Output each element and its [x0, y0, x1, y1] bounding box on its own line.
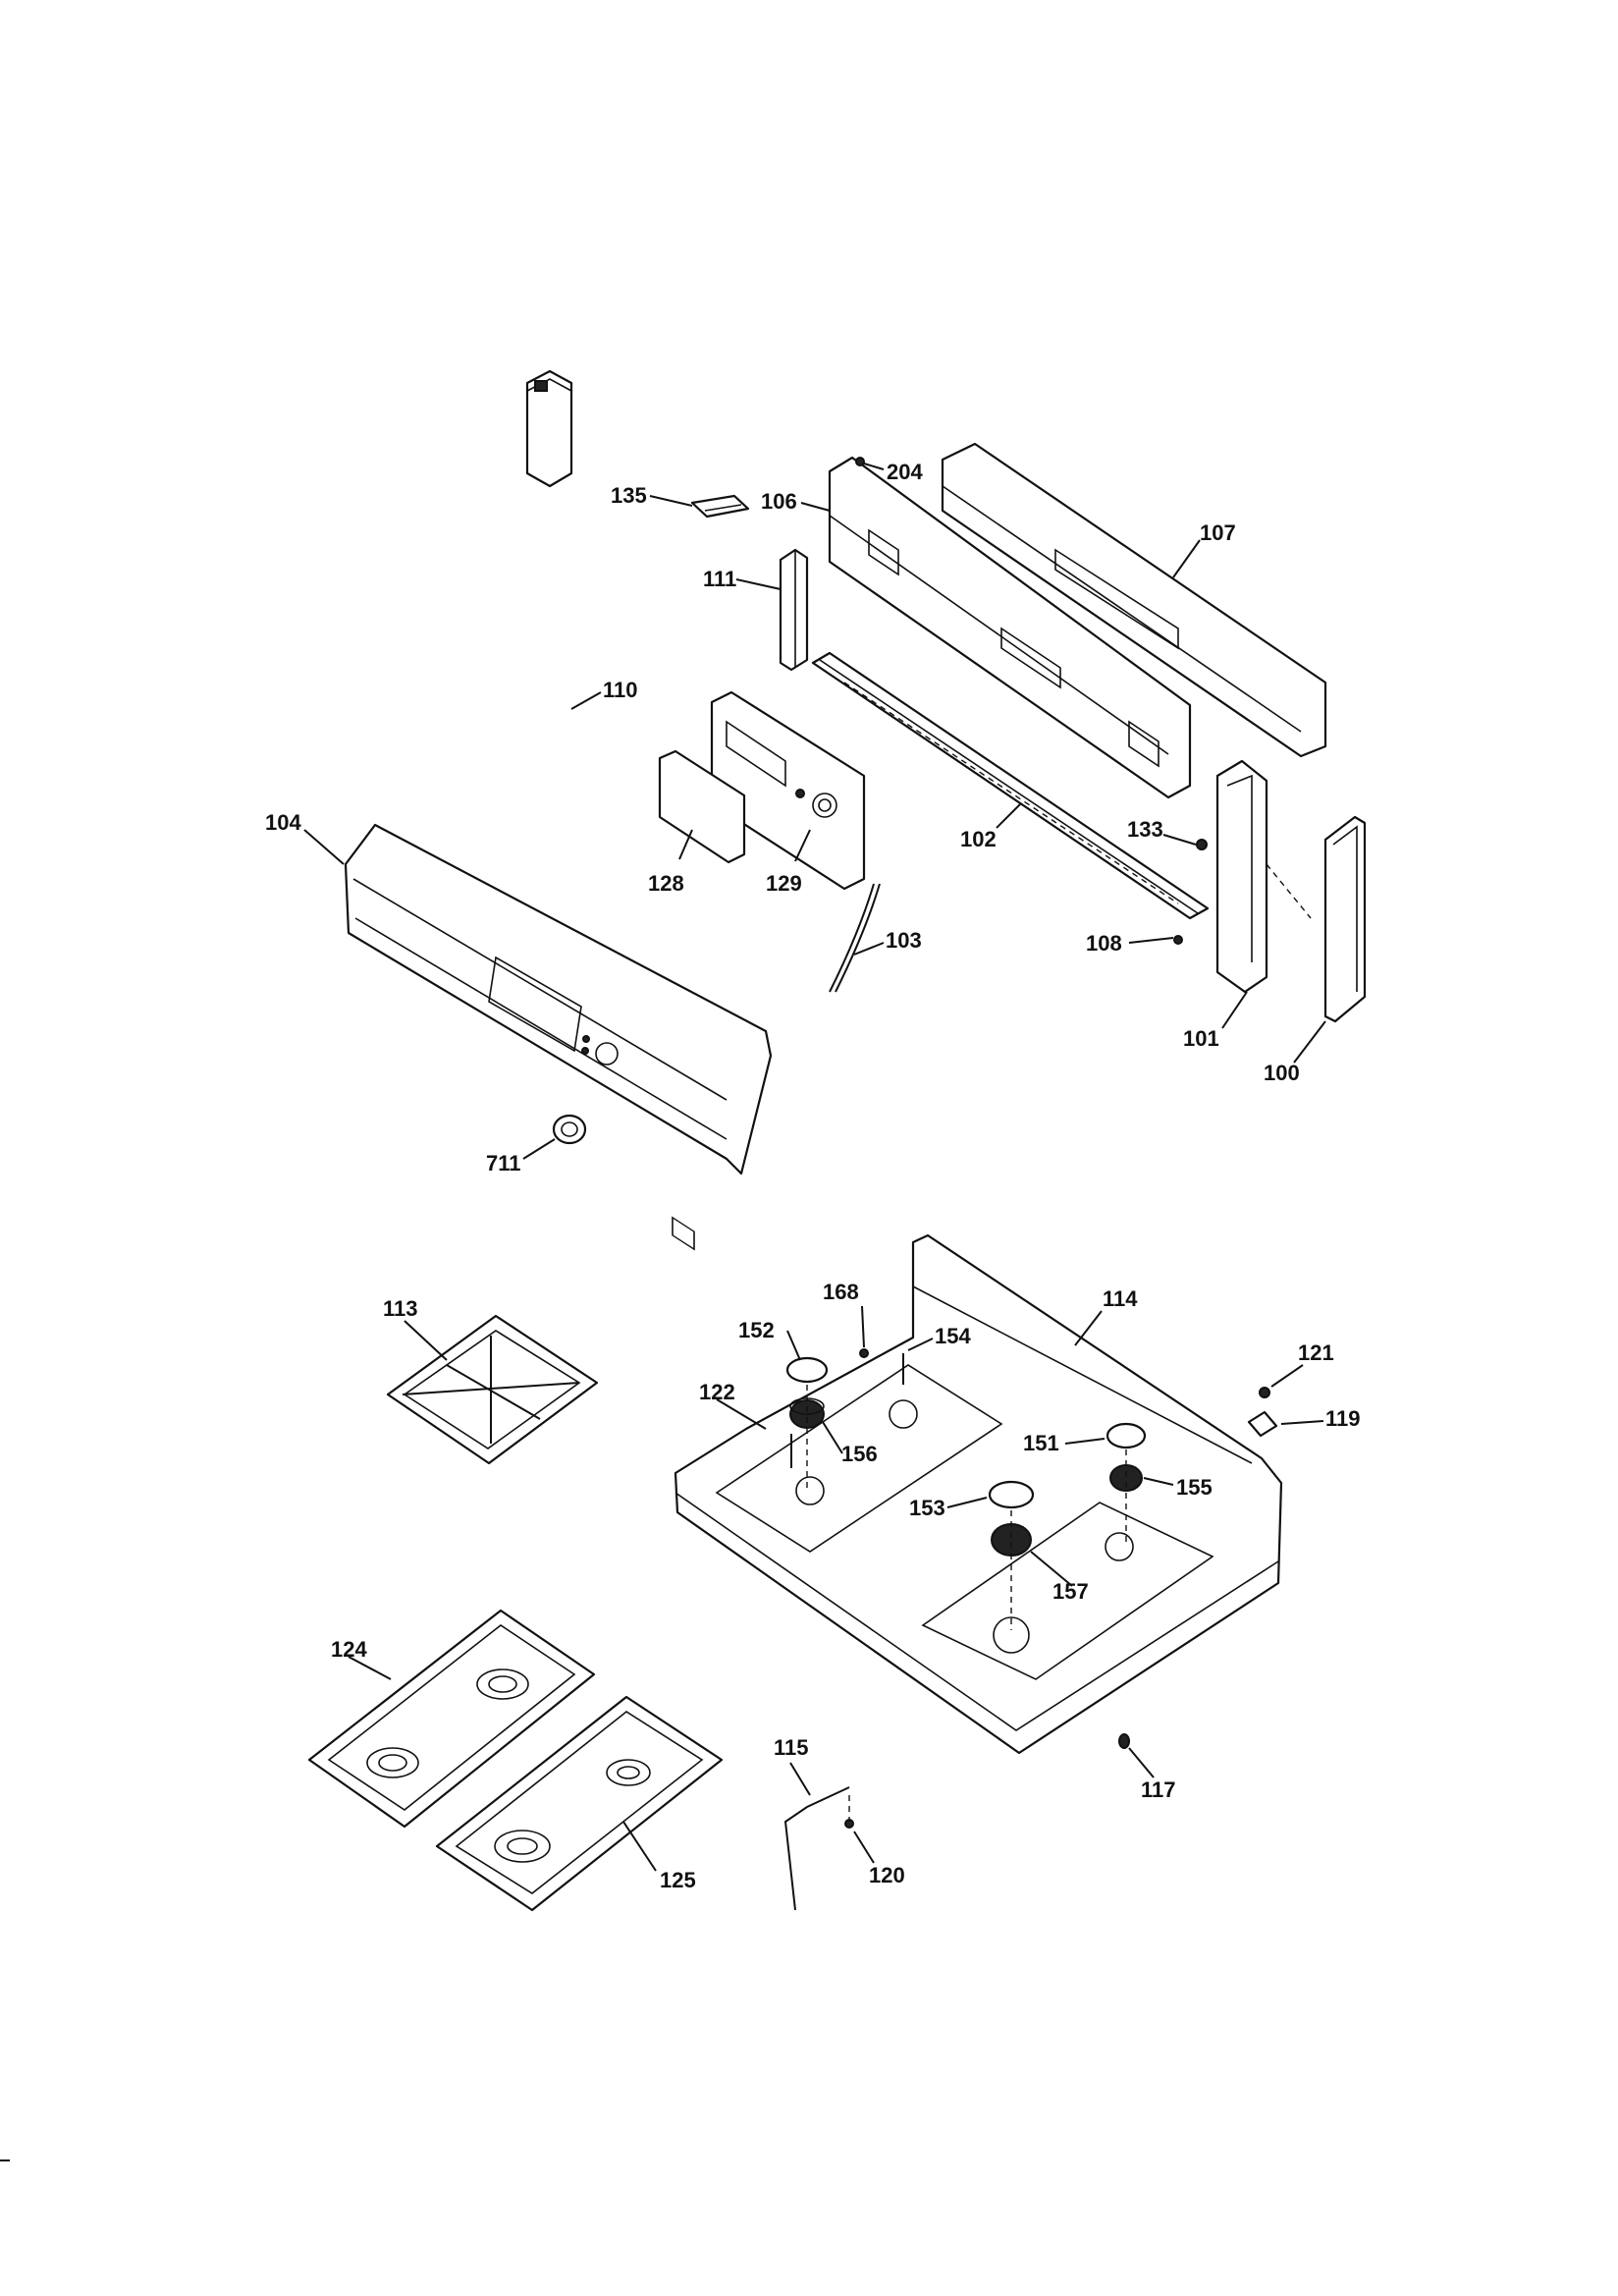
part-113-grate — [386, 1314, 599, 1465]
part-121-screw — [1259, 1387, 1270, 1398]
part-128-overlay — [658, 749, 746, 1251]
part-153-burner-cap — [988, 1480, 1035, 1509]
part-124-drip-pan — [307, 1609, 596, 1829]
callout-115: 115 — [774, 1735, 809, 1760]
callout-135: 135 — [611, 483, 647, 508]
part-125-drip-pan — [435, 1695, 724, 1912]
callout-107: 107 — [1200, 520, 1236, 545]
part-101-end-bracket — [1215, 759, 1312, 994]
callout-labels: 135 106 204 107 111 110 104 128 129 102 … — [265, 460, 1361, 1892]
callout-168: 168 — [823, 1280, 859, 1304]
part-151-burner-cap — [1106, 1422, 1147, 1449]
part-102-support-rail — [811, 651, 1210, 920]
part-106-rear-frame — [828, 456, 1192, 799]
part-100-end-cap — [1323, 815, 1367, 1023]
part-103-wire-harness — [829, 883, 881, 993]
callout-153: 153 — [909, 1496, 945, 1520]
part-135-clip — [690, 494, 750, 519]
callout-154: 154 — [935, 1324, 971, 1348]
callout-128: 128 — [648, 871, 684, 896]
part-133-nut — [1196, 839, 1208, 850]
callout-125: 125 — [660, 1868, 696, 1892]
callout-101: 101 — [1183, 1026, 1219, 1051]
callout-114: 114 — [1103, 1286, 1138, 1311]
callout-155: 155 — [1176, 1475, 1213, 1500]
part-111-side-bracket — [779, 548, 809, 672]
callout-711: 711 — [486, 1151, 521, 1175]
part-204-screw — [855, 457, 865, 466]
callout-104: 104 — [265, 810, 301, 835]
part-119-bracket — [1247, 1410, 1278, 1438]
callout-156: 156 — [841, 1442, 878, 1466]
callout-157: 157 — [1052, 1579, 1089, 1604]
callout-113: 113 — [383, 1296, 418, 1321]
callout-108: 108 — [1086, 931, 1122, 956]
callout-133: 133 — [1127, 817, 1163, 842]
callout-103: 103 — [886, 928, 922, 953]
callout-124: 124 — [331, 1637, 367, 1662]
callout-120: 120 — [869, 1863, 905, 1887]
part-107-top-cover — [941, 442, 1327, 758]
callout-110: 110 — [603, 678, 638, 702]
callout-204: 204 — [887, 460, 923, 484]
callout-100: 100 — [1264, 1061, 1300, 1085]
part-110-ignition-module — [525, 369, 573, 488]
part-115-ground-wire — [783, 1786, 850, 1911]
callout-121: 121 — [1298, 1340, 1334, 1365]
part-711-knob — [552, 1114, 587, 1145]
callout-122: 122 — [699, 1380, 735, 1404]
callout-119: 119 — [1325, 1406, 1361, 1431]
callout-102: 102 — [960, 827, 997, 851]
part-157-burner-head — [991, 1523, 1032, 1557]
part-104-control-panel — [344, 823, 773, 1175]
leader-lines — [303, 463, 1326, 1872]
callout-111: 111 — [703, 567, 736, 591]
callout-117: 117 — [1141, 1777, 1176, 1802]
callout-151: 151 — [1023, 1431, 1059, 1455]
part-108-screw — [1173, 935, 1183, 945]
callout-106: 106 — [761, 489, 797, 514]
callout-152: 152 — [738, 1318, 775, 1342]
part-168-screw — [859, 1348, 869, 1358]
part-117-foot — [1118, 1733, 1130, 1749]
part-152-burner-cap — [785, 1356, 829, 1384]
callout-129: 129 — [766, 871, 802, 896]
